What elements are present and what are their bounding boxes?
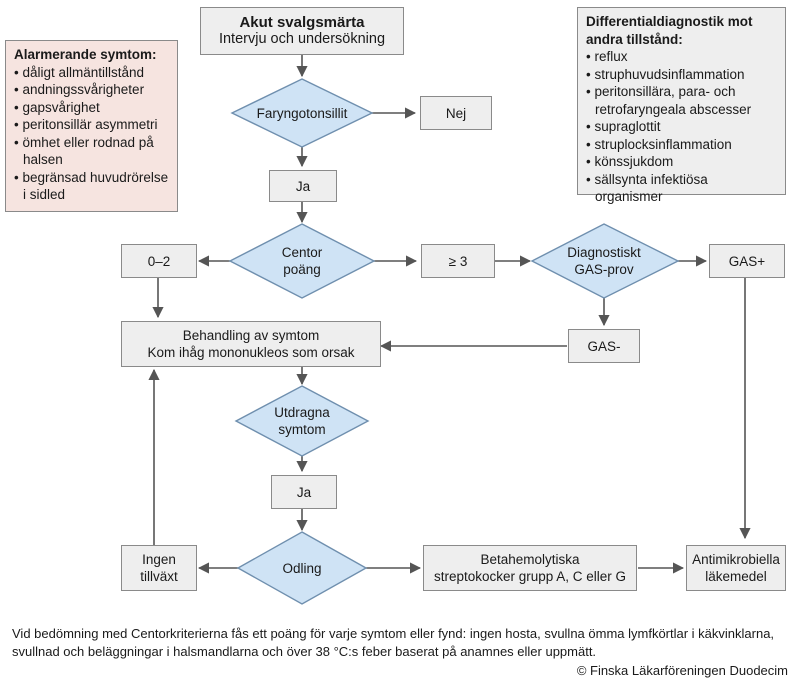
score-high-text: ≥ 3 — [448, 253, 468, 269]
score-low-box: 0–2 — [121, 244, 197, 278]
culture-label: Odling — [252, 558, 352, 578]
alarm-item: gapsvårighet — [14, 99, 169, 117]
antimicrobial-text-1: Antimikrobiella — [692, 552, 780, 567]
treatment-text-1: Behandling av symtom — [182, 328, 320, 343]
differential-title: Differentialdiagnostik mot andra tillstå… — [586, 14, 753, 47]
diamond-faryngo — [230, 78, 374, 148]
centor-text-2: poäng — [283, 262, 321, 277]
diamond-centor — [228, 223, 376, 299]
antimicrobial-text-2: läkemedel — [705, 569, 767, 584]
culture-text: Odling — [282, 560, 322, 576]
streptococci-text-2: streptokocker grupp A, C eller G — [433, 569, 627, 584]
alarm-title: Alarmerande symtom: — [14, 47, 157, 62]
differential-item: struplocksinflammation — [586, 136, 777, 154]
prolonged-text-1: Utdragna — [274, 405, 330, 420]
differential-item: könssjukdom — [586, 153, 777, 171]
diamond-culture — [236, 531, 368, 605]
prolonged-label: Utdragna symtom — [246, 403, 358, 439]
differential-diagnosis-panel: Differentialdiagnostik mot andra tillstå… — [577, 7, 786, 204]
score-low-text: 0–2 — [147, 253, 171, 269]
ja-text: Ja — [295, 178, 311, 194]
gas-positive-text: GAS+ — [728, 253, 766, 269]
faryngo-label: Faryngotonsillit — [232, 103, 372, 123]
streptococci-box: Betahemolytiska streptokocker grupp A, C… — [423, 545, 637, 591]
differential-item: supraglottit — [586, 118, 777, 136]
start-box: Akut svalgsmärta Intervju och undersökni… — [200, 7, 404, 55]
treatment-box: Behandling av symtom Kom ihåg mononukleo… — [121, 321, 381, 367]
differential-item: reflux — [586, 48, 777, 66]
alarm-item: andningssvårigheter — [14, 81, 169, 99]
alarm-list: dåligt allmäntillstånd andningssvårighet… — [14, 64, 169, 204]
ja2-text: Ja — [296, 484, 312, 500]
gas-negative-text: GAS- — [587, 338, 621, 354]
differential-item: peritonsillära, para- och retrofaryngeal… — [586, 83, 777, 118]
centor-text-1: Centor — [281, 245, 323, 260]
gas-positive-box: GAS+ — [709, 244, 785, 278]
alarm-item: begränsad huvudrörelse i sidled — [14, 169, 169, 204]
start-title: Akut svalgsmärta — [239, 14, 365, 31]
no-growth-text-1: Ingen — [142, 552, 176, 567]
gas-test-text-1: Diagnostiskt — [567, 245, 641, 260]
ja-box: Ja — [269, 170, 337, 202]
nej-box: Nej — [420, 96, 492, 130]
treatment-text-2: Kom ihåg mononukleos som orsak — [147, 345, 355, 360]
start-subtitle: Intervju och undersökning — [218, 31, 386, 47]
score-high-box: ≥ 3 — [421, 244, 495, 278]
streptococci-text-1: Betahemolytiska — [480, 552, 580, 567]
no-growth-box: Ingen tillväxt — [121, 545, 197, 591]
gas-test-label: Diagnostiskt GAS-prov — [542, 243, 666, 279]
gas-negative-box: GAS- — [568, 329, 640, 363]
gas-test-text-2: GAS-prov — [574, 262, 634, 277]
alarm-item: ömhet eller rodnad på halsen — [14, 134, 169, 169]
prolonged-text-2: symtom — [278, 422, 326, 437]
centor-label: Centor poäng — [240, 243, 364, 279]
alarm-symptoms-panel: Alarmerande symtom: dåligt allmäntillstå… — [5, 40, 178, 212]
no-growth-text-2: tillväxt — [140, 569, 178, 584]
antimicrobial-box: Antimikrobiella läkemedel — [686, 545, 786, 591]
differential-item: sällsynta infektiösa organismer — [586, 171, 777, 206]
faryngo-text: Faryngotonsillit — [256, 105, 348, 121]
diamond-prolonged — [234, 385, 370, 457]
alarm-item: peritonsillär asymmetri — [14, 116, 169, 134]
differential-list: reflux struphuvudsinflammation peritonsi… — [586, 48, 777, 206]
differential-item: struphuvudsinflammation — [586, 66, 777, 84]
ja2-box: Ja — [271, 475, 337, 509]
nej-text: Nej — [445, 105, 467, 121]
diamond-gas-test — [530, 223, 680, 299]
footnote: Vid bedömning med Centorkriterierna fås … — [12, 626, 775, 659]
alarm-item: dåligt allmäntillstånd — [14, 64, 169, 82]
copyright: © Finska Läkarföreningen Duodecim — [576, 663, 788, 678]
